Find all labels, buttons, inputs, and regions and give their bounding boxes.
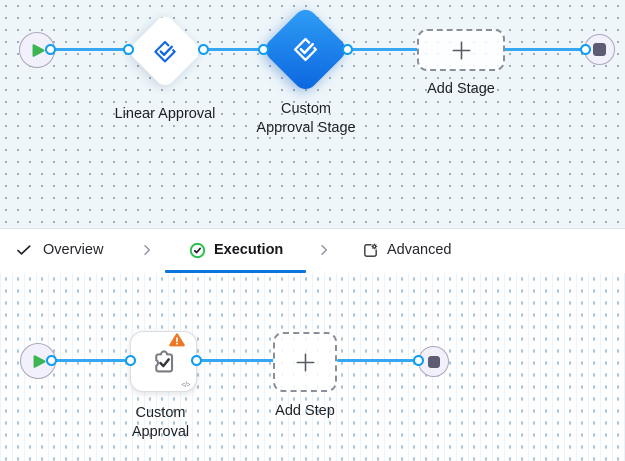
- node-label-line: Custom: [281, 101, 331, 117]
- check-circle-icon: [189, 242, 206, 258]
- edge-custom-addstep: [197, 359, 274, 362]
- check-icon: [17, 245, 31, 255]
- puzzle-check-icon: [155, 350, 174, 373]
- node-custom-approval-stage[interactable]: [260, 4, 351, 95]
- edge-custom-addstage: [349, 48, 418, 51]
- approval-stage-icon: [293, 37, 318, 62]
- node-label: Add Stage: [427, 81, 495, 97]
- edge-start-custom: [52, 359, 130, 362]
- approval-stage-icon: [154, 40, 176, 62]
- plus-icon: [296, 353, 314, 371]
- advanced-gear-icon: [364, 243, 378, 257]
- add-stage-button[interactable]: [417, 29, 505, 71]
- port[interactable]: [125, 355, 136, 366]
- add-step-button[interactable]: [273, 332, 337, 392]
- port[interactable]: [123, 44, 134, 55]
- chevron-right-icon: [140, 229, 154, 271]
- play-icon: [33, 354, 46, 368]
- port[interactable]: [46, 355, 57, 366]
- code-icon: </>: [181, 382, 190, 389]
- port[interactable]: [45, 44, 56, 55]
- edge-linear-custom: [203, 48, 265, 51]
- stage-tab-bar: Overview Execution Advanc: [0, 228, 625, 273]
- node-linear-approval[interactable]: [126, 12, 204, 90]
- play-icon: [32, 43, 45, 57]
- active-tab-indicator: [165, 270, 306, 273]
- port[interactable]: [258, 44, 269, 55]
- edge-addstage-end: [504, 48, 587, 51]
- node-label: Linear Approval: [114, 106, 216, 122]
- port[interactable]: [580, 44, 591, 55]
- port[interactable]: [191, 355, 202, 366]
- port[interactable]: [413, 355, 424, 366]
- tab-label: Overview: [43, 242, 104, 258]
- stage-canvas: Linear Approval Custom Approval Stage Ad…: [0, 0, 625, 228]
- tab-overview[interactable]: Overview: [15, 229, 103, 271]
- plus-icon: [452, 41, 470, 59]
- tab-execution[interactable]: Execution: [189, 229, 283, 271]
- node-label-line: Approval Stage: [256, 120, 356, 136]
- port[interactable]: [342, 44, 353, 55]
- port[interactable]: [198, 44, 209, 55]
- stop-icon: [427, 355, 440, 368]
- node-label: Custom Approval: [110, 404, 211, 442]
- node-label: Add Step: [275, 403, 335, 419]
- edge-addstep-end: [337, 359, 419, 362]
- node-label: Custom Approval Stage: [245, 100, 367, 138]
- tab-advanced[interactable]: Advanced: [362, 229, 452, 271]
- stop-icon: [593, 43, 606, 56]
- node-custom-approval[interactable]: </>: [130, 331, 197, 392]
- edge-start-linear: [51, 48, 129, 51]
- node-label-line: Custom: [135, 405, 186, 421]
- tab-label: Execution: [214, 242, 284, 258]
- step-canvas: </> Custom Approval Add Step: [0, 273, 625, 461]
- chevron-right-icon: [317, 229, 331, 271]
- tab-label: Advanced: [387, 242, 452, 258]
- warning-icon: [169, 333, 185, 352]
- node-label-line: Approval: [131, 424, 190, 440]
